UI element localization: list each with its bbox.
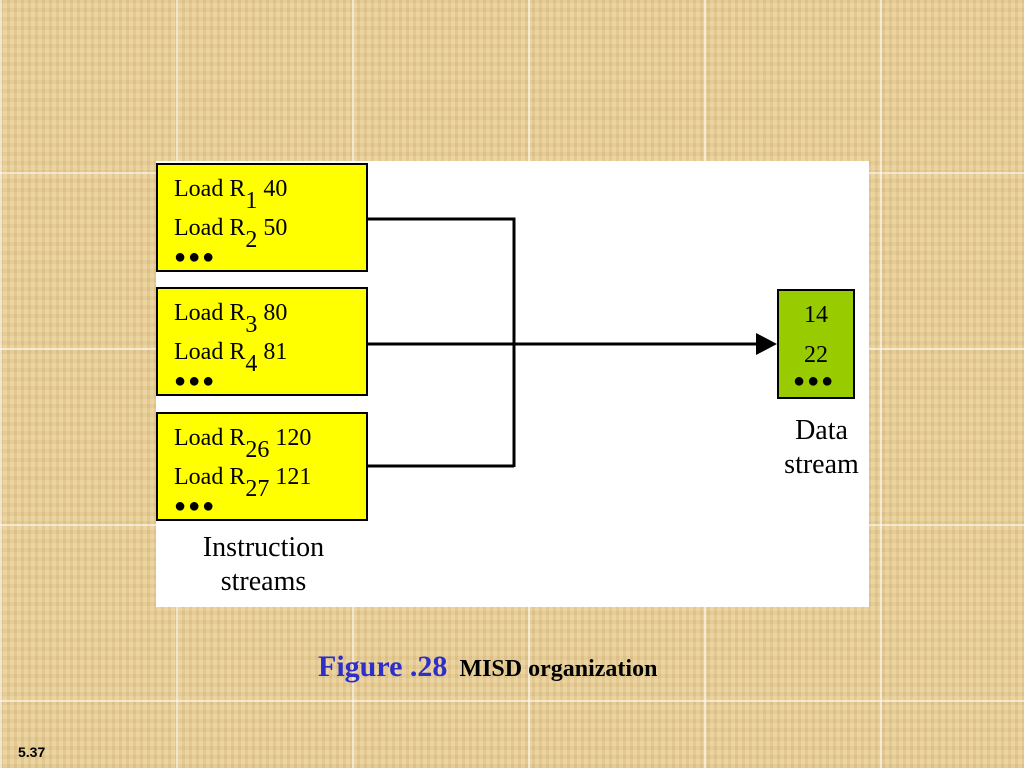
- instruction-text: Load R: [174, 464, 246, 490]
- instruction-line: Load R3 80: [174, 300, 288, 337]
- register-subscript: 4: [245, 351, 258, 377]
- ellipsis-icon: ●●●: [174, 370, 217, 392]
- figure-number: Figure .28: [318, 650, 448, 683]
- instruction-stream-box-2: Load R3 80 Load R4 81 ●●●: [156, 287, 368, 396]
- instruction-label-line: Instruction: [202, 532, 325, 563]
- instruction-value: 121: [275, 464, 312, 490]
- instruction-text: Load R: [174, 215, 246, 241]
- misd-diagram: Load R1 40 Load R2 50 ●●● Load R3 80 Loa…: [156, 161, 869, 607]
- register-subscript: 27: [245, 476, 270, 502]
- register-subscript: 3: [245, 312, 258, 338]
- figure-title: MISD organization: [459, 656, 658, 682]
- register-subscript: 1: [245, 188, 258, 214]
- instruction-text: Load R: [174, 425, 246, 451]
- arrowhead-icon: [756, 333, 777, 355]
- ellipsis-icon: ●●●: [174, 495, 217, 517]
- figure-caption: Figure .28 MISD organization: [318, 650, 657, 684]
- instruction-streams-label: Instruction streams: [166, 531, 361, 599]
- connector-stream-1: [368, 217, 516, 467]
- instruction-value: 80: [263, 300, 288, 326]
- data-value: 14: [804, 302, 828, 328]
- data-value: 22: [804, 342, 828, 368]
- instruction-value: 120: [275, 425, 312, 451]
- instruction-line: Load R1 40: [174, 176, 288, 213]
- data-label-line: Data: [795, 415, 848, 446]
- data-stream-label: Data stream: [774, 414, 869, 482]
- instruction-value: 81: [263, 339, 288, 365]
- ellipsis-icon: ●●●: [174, 246, 217, 268]
- instruction-stream-box-1: Load R1 40 Load R2 50 ●●●: [156, 163, 368, 272]
- instruction-stream-box-3: Load R26 120 Load R27 121 ●●●: [156, 412, 368, 521]
- instruction-value: 50: [263, 215, 288, 241]
- slide-number: 5.37: [18, 744, 46, 760]
- instruction-label-line: streams: [220, 566, 307, 597]
- instruction-line: Load R4 81: [174, 339, 288, 376]
- instruction-line: Load R2 50: [174, 215, 288, 252]
- instruction-text: Load R: [174, 300, 246, 326]
- register-subscript: 26: [245, 437, 270, 463]
- instruction-text: Load R: [174, 176, 246, 202]
- register-subscript: 2: [245, 227, 258, 253]
- instruction-line: Load R26 120: [174, 425, 312, 462]
- ellipsis-icon: ●●●: [793, 370, 836, 392]
- data-label-line: stream: [784, 449, 859, 480]
- instruction-value: 40: [263, 176, 288, 202]
- connector-lines: [368, 217, 777, 468]
- data-stream-box: 14 22 ●●●: [777, 289, 855, 399]
- instruction-text: Load R: [174, 339, 246, 365]
- instruction-line: Load R27 121: [174, 464, 312, 501]
